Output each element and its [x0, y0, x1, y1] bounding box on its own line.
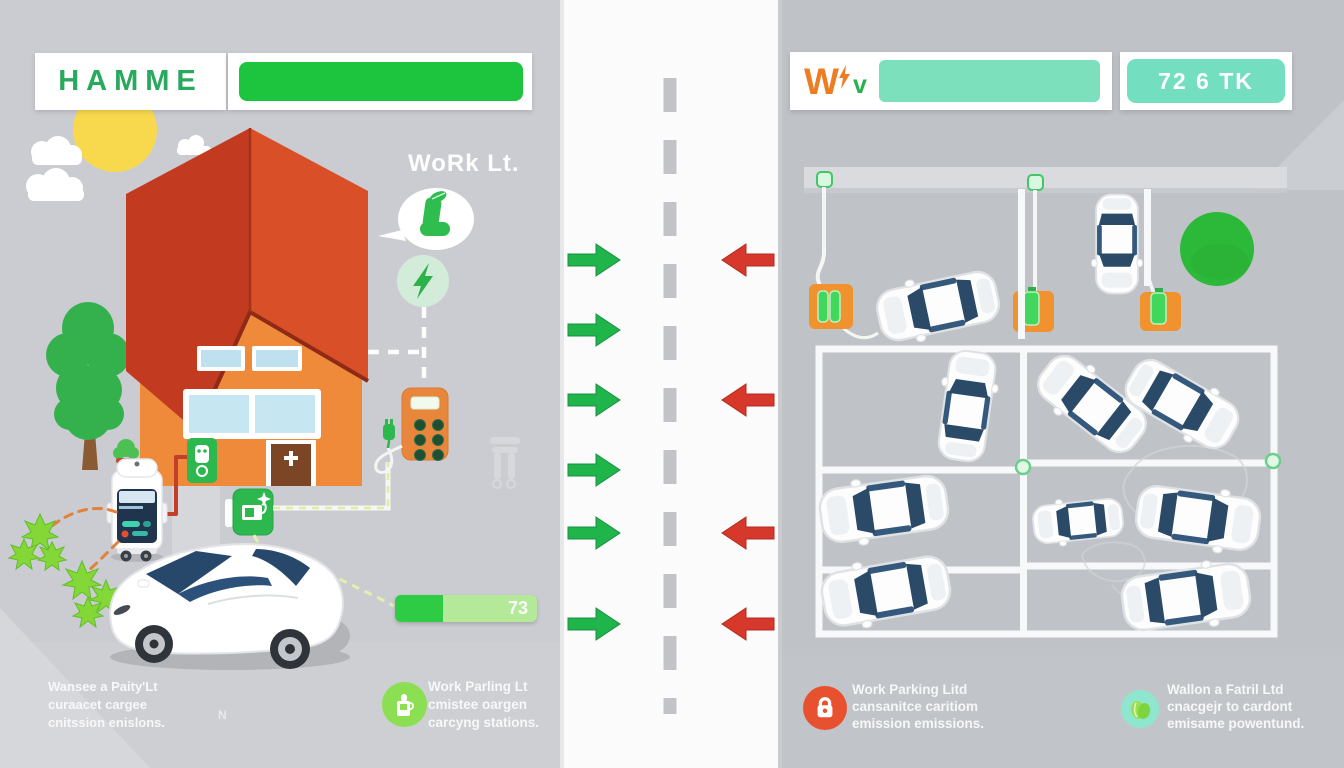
scene-label: WoRk Lt. [408, 150, 520, 177]
road-illustration [560, 0, 782, 768]
cable-dash-overlay [273, 462, 390, 510]
right-header-brand-box: W v [790, 52, 1112, 110]
red-arrow-icon [721, 516, 775, 550]
green-dot-icon [1180, 212, 1254, 286]
roof-right-face [250, 128, 368, 381]
red-arrow-icon [721, 243, 775, 277]
parking-scene-illustration [782, 100, 1344, 768]
red-arrow-icon [721, 383, 775, 417]
charging-pad-icon [809, 284, 853, 329]
mint-progress-bar [878, 60, 1100, 102]
bolt-icon [838, 65, 850, 89]
lightning-bolt-icon [397, 255, 449, 307]
parked-car [816, 546, 956, 636]
right-header-badge-box: 72 6 TK [1120, 52, 1292, 110]
ground-band [782, 655, 1344, 768]
leaf-icon [1121, 690, 1159, 728]
parked-car [930, 346, 1004, 466]
upper-windows [197, 346, 302, 371]
house [126, 128, 370, 486]
charger-outlet-icon [1027, 174, 1044, 191]
caption-home: Wansee a Paity'Lt curaacet cargee cnitss… [48, 679, 166, 730]
brand-v: v [852, 70, 867, 99]
windshield [146, 551, 232, 594]
left-header-brand-box: HAMME [35, 53, 226, 110]
parked-car [815, 466, 953, 552]
green-arrow-icon [567, 453, 621, 487]
caption-charger-ltd: Wallon a Fatril Ltd cnacgejr to cardont … [1167, 682, 1305, 731]
wheel-icon [135, 625, 310, 669]
grid-marker-icon [1264, 452, 1282, 470]
green-arrow-icon [567, 383, 621, 417]
green-arrows [567, 243, 621, 641]
grid-marker-icon [1014, 458, 1032, 476]
green-arrow-icon [567, 243, 621, 277]
badge-value: 72 6 TK [1127, 59, 1285, 103]
padlock-glyph [817, 697, 833, 718]
charger-glyph [396, 693, 414, 716]
car-at-charger [871, 261, 1005, 351]
green-arrow-icon [567, 607, 621, 641]
home-charging-panel: HAMME WoRk Lt. 73 Wansee a Paity'Lt cura… [0, 0, 560, 768]
green-progress-bar [239, 62, 523, 101]
parked-car [1030, 492, 1126, 550]
charging-pad-icon [1140, 288, 1181, 331]
work-parking-panel [782, 0, 1344, 768]
keypad-charger-icon [401, 387, 449, 461]
delivery-robot [106, 458, 168, 562]
caption-parking-ltd: Work Parking Litd cansanitce caritiom em… [852, 682, 985, 731]
parking-line [1144, 189, 1151, 286]
brand-name: HAMME [58, 65, 203, 97]
headlight [113, 605, 131, 615]
main-window [183, 389, 321, 439]
parking-line [1018, 189, 1025, 339]
charger-outlet-icon [816, 171, 833, 188]
cloud-icon [26, 135, 211, 201]
home-scene-illustration [0, 88, 560, 768]
green-plug-icon [374, 419, 403, 474]
tree-icon [46, 302, 130, 470]
battery-value: 73 [507, 598, 528, 618]
pavement-corner [0, 608, 150, 768]
red-arrows [721, 243, 775, 641]
leaves-icon [7, 512, 124, 629]
lot-wall-bar [804, 167, 1287, 188]
wall-charger-icon [187, 438, 217, 483]
parked-car [1131, 476, 1265, 560]
rear-window [252, 549, 310, 586]
connection-dashes [368, 307, 427, 386]
green-arrow-icon [567, 313, 621, 347]
speech-bubble-boot-icon [378, 188, 474, 250]
road-divider [560, 0, 782, 768]
leaf-glyph [1130, 701, 1151, 719]
battery-fill [395, 595, 444, 622]
brand-w: W [804, 60, 839, 102]
front-door [266, 440, 316, 486]
red-arrow-icon [721, 607, 775, 641]
green-arrow-icon [567, 516, 621, 550]
padlock-icon [803, 686, 847, 730]
side-window [178, 576, 272, 602]
left-header-progress-box [228, 53, 532, 110]
ev-station-box-icon [225, 488, 274, 536]
caption-work-charging: Work Parling Lt cmistee oargen carcyng s… [428, 679, 540, 730]
ev-charger-icon [382, 682, 427, 727]
battery-gauge: 73 [395, 595, 537, 622]
car-at-charger [1090, 193, 1144, 295]
caption-footnote: N [218, 708, 227, 722]
stool-icon [490, 437, 520, 489]
ev-car [109, 542, 350, 670]
